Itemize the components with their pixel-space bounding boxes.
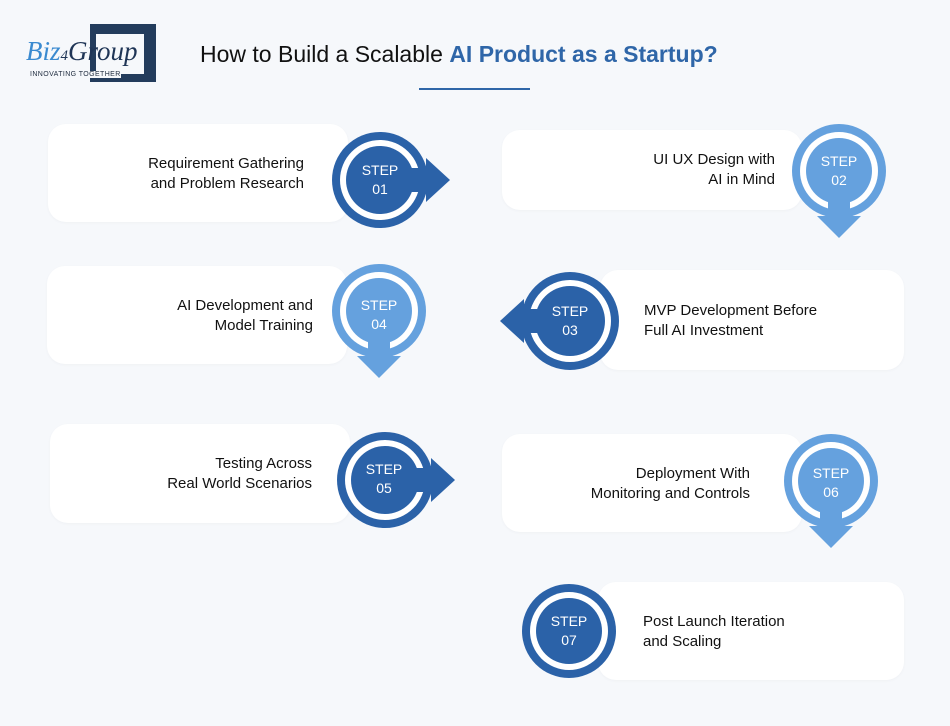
step-title-line1: MVP Development Before (644, 302, 818, 319)
step-title-line1: Testing Across (215, 455, 312, 472)
step-title-line2: Full AI Investment (644, 322, 764, 339)
step-title-line2: Model Training (214, 317, 313, 334)
step-badge-03: STEP 03 (500, 270, 622, 372)
step-number: 06 (823, 484, 839, 500)
step-card-06: Deployment With Monitoring and Controls (502, 434, 802, 532)
step-number: 03 (562, 322, 578, 338)
step-title-line2: and Problem Research (150, 175, 304, 192)
step-badge-06: STEP 06 (782, 432, 882, 550)
logo-tagline: INNOVATING TOGETHER (30, 71, 121, 78)
step-badge-05: STEP 05 (335, 429, 455, 533)
step-card-07: Post Launch Iteration and Scaling (598, 582, 904, 680)
step-badge-04: STEP 04 (331, 262, 431, 380)
page-title: How to Build a Scalable AI Product as a … (200, 41, 718, 67)
step-card-01: Requirement Gathering and Problem Resear… (48, 124, 348, 222)
arrow-down-icon (792, 124, 886, 238)
step-card-03: MVP Development Before Full AI Investmen… (600, 270, 904, 370)
arrow-right-icon (332, 132, 450, 228)
step-badge-07: STEP 07 (521, 583, 619, 681)
step-circle-icon (522, 584, 616, 678)
step-card-02: UI UX Design with AI in Mind (502, 130, 802, 210)
step-card-05: Testing Across Real World Scenarios (50, 424, 350, 523)
step-title-line2: AI in Mind (708, 171, 775, 188)
step-title-line1: AI Development and (177, 297, 313, 314)
arrow-left-icon (500, 272, 619, 370)
step-number: 05 (376, 480, 392, 496)
logo-wordmark: Biz4Group (26, 36, 138, 66)
arrow-down-icon (332, 264, 426, 378)
step-number: 04 (371, 316, 387, 332)
step-card-04: AI Development and Model Training (47, 266, 347, 364)
step-title-line1: Deployment With (635, 465, 750, 482)
step-title-line2: Real World Scenarios (167, 475, 312, 492)
step-badge-01: STEP 01 (330, 130, 450, 234)
title-underline (419, 88, 530, 90)
step-badge-02: STEP 02 (790, 122, 890, 240)
bizgroup-logo: Biz4Group INNOVATING TOGETHER (24, 24, 156, 84)
step-title-line1: UI UX Design with (653, 151, 775, 168)
step-title-line2: Monitoring and Controls (590, 485, 750, 502)
arrow-right-icon (337, 432, 455, 528)
step-number: 07 (561, 632, 577, 648)
step-title-line1: Post Launch Iteration (643, 613, 785, 630)
step-title-line2: and Scaling (643, 633, 722, 650)
step-number: 02 (831, 172, 847, 188)
step-number: 01 (372, 181, 388, 197)
arrow-down-icon (784, 434, 878, 548)
step-title-line1: Requirement Gathering (148, 155, 304, 172)
